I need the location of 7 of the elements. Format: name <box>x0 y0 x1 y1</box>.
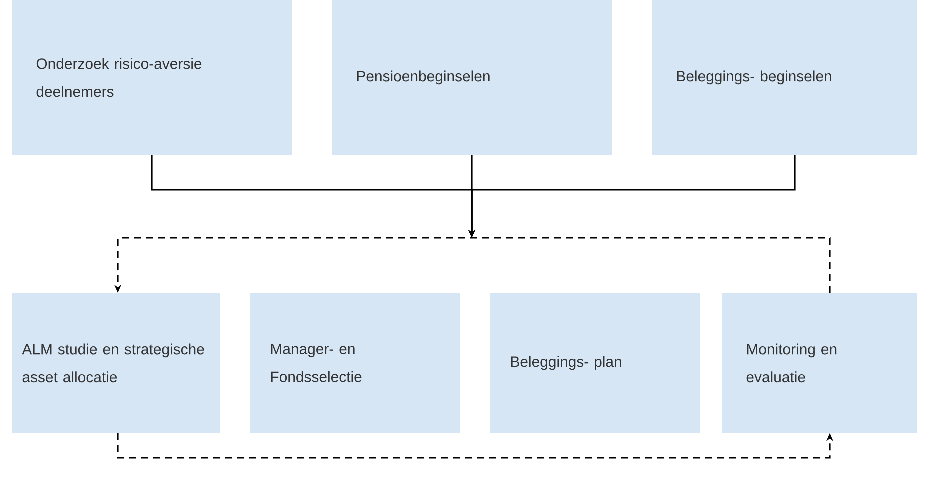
process-box: Onderzoek risico-aversie deelnemers <box>12 0 292 156</box>
process-box: Beleggings- plan <box>490 293 700 434</box>
process-box: Monitoring en evaluatie <box>722 293 918 434</box>
process-box: Beleggings- beginselen <box>652 0 918 156</box>
process-box: ALM studie en strategische asset allocatie <box>12 293 220 434</box>
process-box: Pensioenbeginselen <box>332 0 612 156</box>
process-box: Manager- en Fondsselectie <box>250 293 460 434</box>
